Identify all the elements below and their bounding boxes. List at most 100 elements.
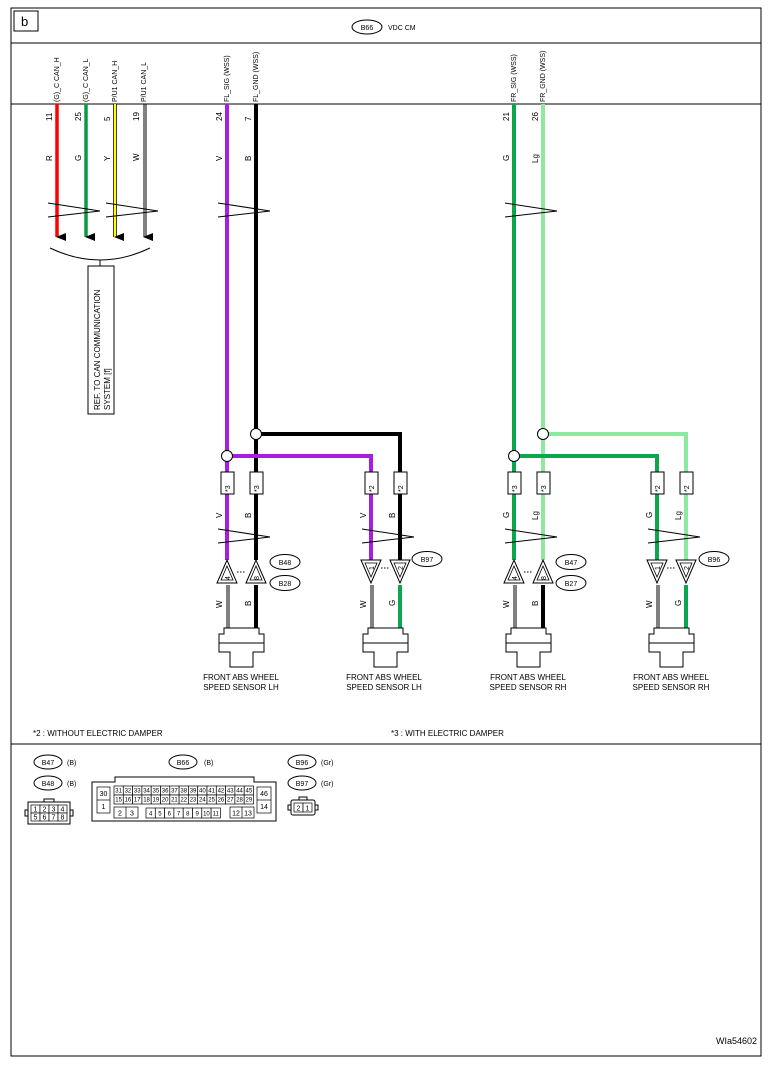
connector-pin: 17 (134, 798, 141, 804)
wire-color-code: B (244, 156, 253, 161)
wire-color-code: Lg (531, 154, 540, 163)
pin-name: (G)_C CAN_L (83, 58, 90, 102)
connector-pin: 28 (236, 798, 243, 804)
wire-color-code: G (502, 512, 511, 518)
pin-number: 19 (132, 112, 141, 121)
pin-name: P/U1 CAN_L (141, 62, 148, 102)
break-mark (217, 202, 271, 218)
connector-pin: 27 (227, 798, 234, 804)
terminal-down (364, 562, 378, 579)
connector-pin: 43 (227, 789, 234, 795)
rh-terminals (503, 558, 697, 585)
connector-face-b96-b97 (287, 796, 319, 816)
sensor-label: FRONT ABS WHEEL (490, 673, 566, 682)
wire-color-code: R (45, 155, 54, 161)
terminal-down (646, 559, 668, 585)
page-label-box (13, 10, 39, 32)
terminal-down (393, 562, 407, 579)
connector-pin-cell (210, 807, 221, 819)
terminal-down (675, 559, 697, 585)
connector-badge (555, 554, 587, 570)
connector-id: B97 (296, 781, 309, 788)
terminal-up (220, 564, 234, 581)
connector-badge (555, 575, 587, 591)
wire-color-code: G (674, 600, 683, 606)
break-mark (647, 528, 701, 544)
connector-pin: 6 (43, 815, 47, 822)
connector-id: B47 (565, 560, 578, 567)
connector-id: B27 (565, 581, 578, 588)
connector-pin: 1 (306, 806, 310, 813)
wire-color-code: W (215, 600, 224, 608)
break-mark (504, 528, 558, 544)
wire-color-code: B (531, 601, 540, 606)
wire-color-code: B (244, 513, 253, 518)
terminal-down (360, 559, 382, 585)
wire-color-code: B (244, 601, 253, 606)
sensor-label: SPEED SENSOR LH (203, 683, 279, 692)
break-mark (361, 528, 415, 544)
connector-badge (33, 775, 63, 791)
can-break-mark (47, 202, 101, 218)
option-tag: *2 (684, 485, 691, 492)
connector-pin: 30 (100, 791, 108, 798)
header-title: VDC CM (388, 25, 416, 32)
connector-badge (287, 775, 317, 791)
pin-name: FR_GND (WSS) (540, 51, 547, 102)
pin-name: FL_GND (WSS) (253, 52, 260, 102)
connector-pin: 26 (218, 798, 225, 804)
wire-color-code: V (215, 155, 224, 161)
connector-id: B66 (177, 760, 190, 767)
option-tag-box (536, 471, 551, 495)
connector-pin: 19 (153, 798, 160, 804)
connector-color: (Gr) (321, 760, 333, 767)
connector-pin: 20 (162, 798, 169, 804)
option-tag: *2 (655, 485, 662, 492)
sensor-symbol-rh-a (505, 627, 552, 668)
connector-id: B28 (279, 581, 292, 588)
pin-number: 7 (244, 116, 253, 121)
connector-pin: 8 (61, 815, 65, 822)
can-break-mark (105, 202, 159, 218)
connector-pin: 3 (52, 807, 56, 814)
connector-pin: 18 (143, 798, 150, 804)
connector-id: B96 (708, 557, 721, 564)
connector-pin: 7 (52, 815, 56, 822)
connector-pin: 2 (43, 807, 47, 814)
connector-pin: 9 (195, 812, 199, 818)
option-tag: *3 (512, 485, 519, 492)
connector-pin: 29 (246, 798, 253, 804)
lh-terminals (216, 558, 411, 585)
splice-point (250, 428, 262, 440)
terminal-pin: 2 (684, 566, 691, 570)
connector-pin: 38 (180, 789, 187, 795)
pin-number: 24 (215, 112, 224, 121)
wire-lh-gnd-branch (256, 432, 402, 560)
connector-pin: 21 (171, 798, 178, 804)
connector-color: (B) (67, 760, 76, 767)
legend-without-damper: *2 : WITHOUT ELECTRIC DAMPER (33, 729, 163, 738)
break-mark (504, 202, 558, 218)
pin-name: P/U1 CAN_H (112, 61, 119, 102)
connector-pin: 32 (125, 789, 132, 795)
connector-pin: 5 (158, 812, 162, 818)
terminal-pin: 8 (254, 576, 261, 580)
sensor-symbol-lh-a (218, 627, 265, 668)
wire-color-code: W (132, 153, 141, 161)
connector-pin: 40 (199, 789, 206, 795)
pin-number: 11 (45, 112, 54, 121)
connector-pin: 13 (244, 811, 252, 818)
option-tag: *3 (225, 485, 232, 492)
legend-with-damper: *3 : WITH ELECTRIC DAMPER (391, 729, 504, 738)
connector-pin: 22 (180, 798, 187, 804)
wire-rh-gnd-branch (543, 432, 688, 560)
lh-wiring (217, 104, 415, 628)
connector-pin: 45 (246, 789, 253, 795)
connector-pin: 44 (236, 789, 243, 795)
connector-badge (698, 551, 730, 567)
terminal-pin: 4 (512, 576, 519, 580)
pin-name: FL_SIG (WSS) (224, 55, 231, 102)
splice-point (508, 450, 520, 462)
option-tag: *3 (541, 485, 548, 492)
